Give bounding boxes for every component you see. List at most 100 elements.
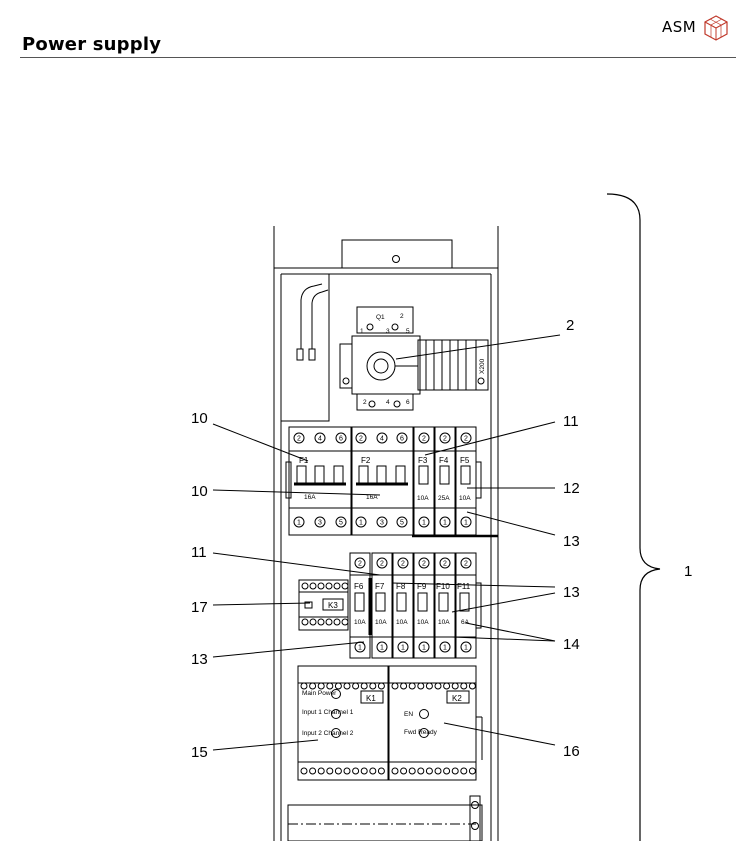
terminal-circle (309, 582, 317, 590)
k1-led-label-3: Input 2 Channel 2 (302, 730, 354, 737)
svg-text:3: 3 (386, 328, 390, 335)
breaker-f9-label: F9 (417, 582, 427, 591)
terminal-circle (443, 682, 451, 690)
terminal-circle (418, 557, 430, 569)
terminal-circle (333, 618, 341, 626)
terminal-circle (360, 682, 368, 690)
terminal-circle (451, 682, 459, 690)
terminal-circle (418, 432, 430, 444)
terminal-circle (434, 682, 442, 690)
k2-label: K2 (452, 694, 462, 703)
terminal-number: 3 (318, 520, 322, 527)
terminal-circle (326, 767, 334, 775)
terminal-circle (354, 641, 366, 653)
terminal-number: 1 (422, 645, 426, 652)
terminal-circle (300, 767, 308, 775)
terminal-number: 4 (380, 436, 384, 443)
breaker-f2-label: F2 (361, 456, 371, 465)
terminal-circle (343, 767, 351, 775)
terminal-circle (460, 682, 468, 690)
k3-label: K3 (328, 601, 338, 610)
terminal-circle (309, 767, 317, 775)
terminal-circle (391, 767, 399, 775)
terminal-strip-x200: X200 (342, 339, 489, 391)
terminal-number: 2 (422, 561, 426, 568)
breaker-f10-label: F10 (436, 582, 450, 591)
callout-15: 15 (191, 744, 208, 761)
terminal-circle (468, 767, 476, 775)
terminal-number: 4 (318, 436, 322, 443)
terminal-circle (460, 767, 468, 775)
terminal-circle (451, 767, 459, 775)
svg-text:4: 4 (386, 399, 390, 406)
terminal-circle (369, 767, 377, 775)
terminal-circle (376, 557, 388, 569)
terminal-circle (325, 618, 333, 626)
q1-label: Q1 (376, 314, 385, 321)
terminal-number: 3 (380, 520, 384, 527)
callout-numbers: 1 2 10 10 11 11 12 13 13 13 14 15 16 17 (191, 317, 692, 761)
breaker-row-2 (349, 552, 482, 659)
callout-16: 16 (563, 743, 580, 760)
svg-text:6: 6 (406, 399, 410, 406)
svg-text:2: 2 (400, 313, 404, 320)
k1-led-label-2: Input 1 Channel 1 (302, 709, 354, 716)
breaker-f11-rating: 6A (461, 619, 470, 626)
terminal-circle (341, 618, 349, 626)
breaker-labels-row-1: F1 F2 F3 F4 F5 16A 16A 10A 25A 10A (299, 456, 471, 502)
terminal-number: 1 (443, 520, 447, 527)
breaker-f8-label: F8 (396, 582, 406, 591)
terminal-circle (376, 641, 388, 653)
terminal-circle (317, 618, 325, 626)
terminal-circle (369, 682, 377, 690)
terminal-circle (355, 432, 367, 444)
terminal-circle (317, 682, 325, 690)
terminal-circle (335, 432, 347, 444)
terminal-circle (343, 682, 351, 690)
terminal-circle (377, 682, 385, 690)
leader-lines (212, 334, 561, 751)
terminal-circle (439, 557, 451, 569)
module-k2: K2 EN Fwd Ready (388, 665, 483, 781)
bottom-module (287, 795, 483, 841)
terminal-circle (439, 641, 451, 653)
callout-11-left: 11 (191, 544, 207, 561)
terminal-number: 2 (358, 561, 362, 568)
breaker-f1-label: F1 (299, 456, 309, 465)
terminal-circle (468, 682, 476, 690)
svg-text:1: 1 (360, 328, 364, 335)
terminal-circle (443, 767, 451, 775)
callout-13-a: 13 (563, 533, 580, 550)
terminal-circle (301, 618, 309, 626)
terminal-circle (400, 682, 408, 690)
terminal-circle (354, 557, 366, 569)
callout-17: 17 (191, 599, 208, 616)
terminal-number: 1 (422, 520, 426, 527)
terminal-circle (417, 682, 425, 690)
terminal-circle (439, 516, 451, 528)
k1-label: K1 (366, 694, 376, 703)
breaker-f1-rating: 16A (304, 494, 316, 501)
terminal-number: 2 (464, 436, 468, 443)
breaker-f6-rating: 10A (354, 619, 366, 626)
terminal-circle (377, 767, 385, 775)
terminal-circle (293, 516, 305, 528)
terminal-circle (418, 516, 430, 528)
x200-label: X200 (479, 358, 486, 374)
terminal-circle (326, 682, 334, 690)
terminal-circle (355, 516, 367, 528)
breaker-f7-label: F7 (375, 582, 385, 591)
terminal-number: 1 (297, 520, 301, 527)
terminal-circle (425, 767, 433, 775)
terminal-number: 5 (339, 520, 343, 527)
k2-led-label-1: EN (404, 711, 413, 718)
terminal-circle (341, 582, 349, 590)
breaker-f5-label: F5 (460, 456, 470, 465)
terminal-circle (408, 682, 416, 690)
terminal-circle (352, 767, 360, 775)
breaker-f8-rating: 10A (396, 619, 408, 626)
main-switch-q1: Q1 1 3 5 2 2 4 6 (339, 306, 421, 411)
terminal-number: 2 (401, 561, 405, 568)
callout-13-b: 13 (563, 584, 580, 601)
